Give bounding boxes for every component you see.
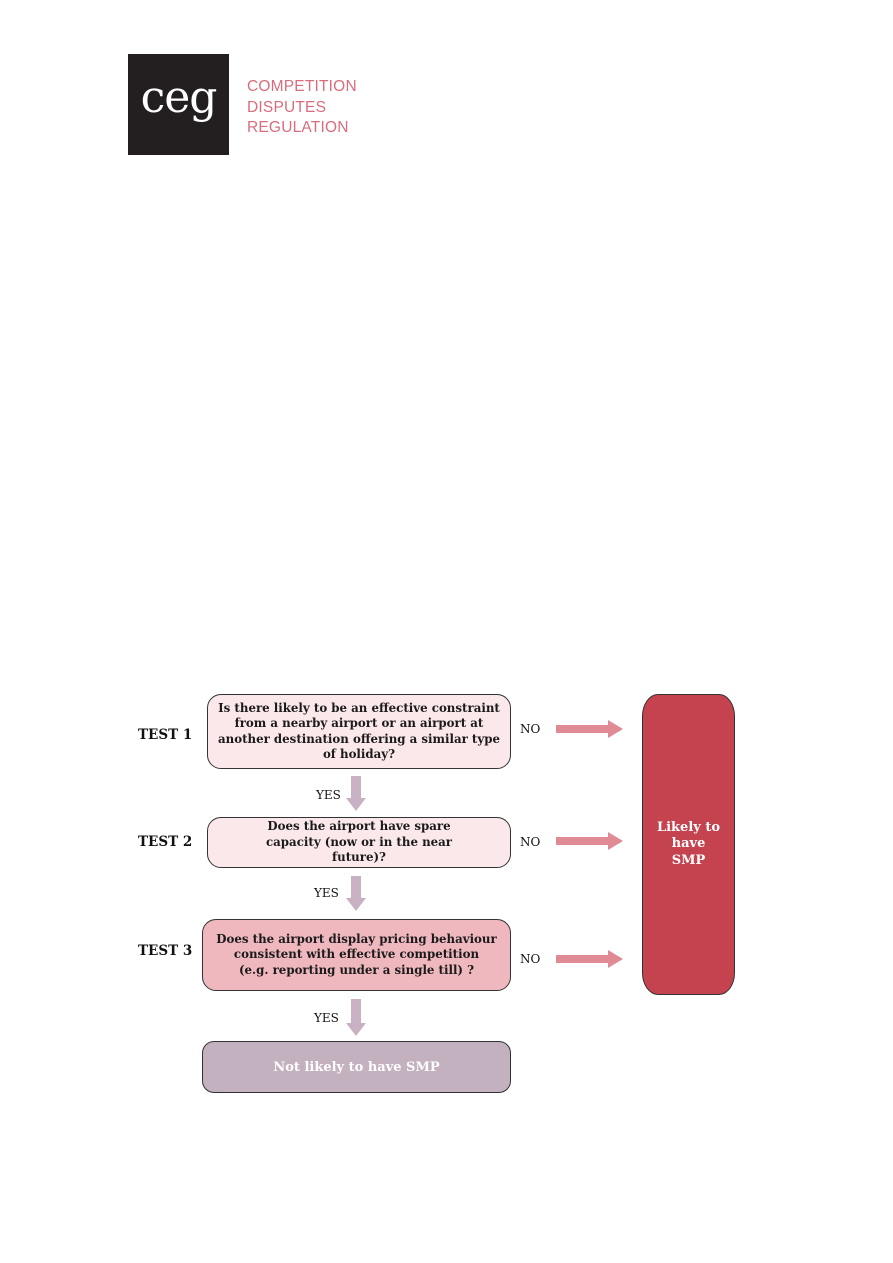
yes-label-1: YES: [316, 788, 341, 802]
logo-tagline: COMPETITION DISPUTES REGULATION: [247, 77, 357, 139]
test-2-no-label: NO: [520, 835, 541, 849]
test-1-label: TEST 1: [138, 727, 193, 743]
test-2-label: TEST 2: [138, 834, 193, 850]
tagline-line-3: REGULATION: [247, 119, 349, 136]
yes-arrow-2: [346, 876, 366, 911]
test-3-question-box: Does the airport display pricing behavio…: [202, 919, 511, 991]
test-1-no-label: NO: [520, 722, 541, 736]
tagline-line-2: DISPUTES: [247, 98, 327, 116]
no-arrow-1: [556, 720, 623, 738]
test-2-question-box: Does the airport have spare capacity (no…: [207, 817, 511, 868]
outcome-likely-smp: Likely to have SMP: [642, 694, 735, 995]
test-1-question: Is there likely to be an effective const…: [217, 700, 500, 762]
test-3-question: Does the airport display pricing behavio…: [216, 931, 497, 977]
test-1-question-box: Is there likely to be an effective const…: [207, 694, 511, 769]
logo-wordmark: ceg: [140, 72, 218, 123]
no-arrow-2: [556, 832, 623, 850]
ceg-logo: ceg: [128, 54, 229, 155]
test-2-question: Does the airport have spare capacity (no…: [265, 819, 453, 865]
tagline-line-1: COMPETITION: [247, 78, 357, 95]
no-arrow-3: [556, 950, 623, 968]
yes-label-2: YES: [314, 886, 339, 900]
test-3-label: TEST 3: [138, 943, 193, 959]
outcome-likely-smp-text: Likely to have SMP: [656, 819, 721, 868]
test-3-no-label: NO: [520, 952, 541, 966]
yes-label-3: YES: [314, 1011, 339, 1025]
outcome-not-likely-smp: Not likely to have SMP: [202, 1041, 511, 1093]
yes-arrow-1: [346, 776, 366, 811]
yes-arrow-3: [346, 999, 366, 1036]
outcome-not-likely-smp-text: Not likely to have SMP: [273, 1059, 440, 1075]
